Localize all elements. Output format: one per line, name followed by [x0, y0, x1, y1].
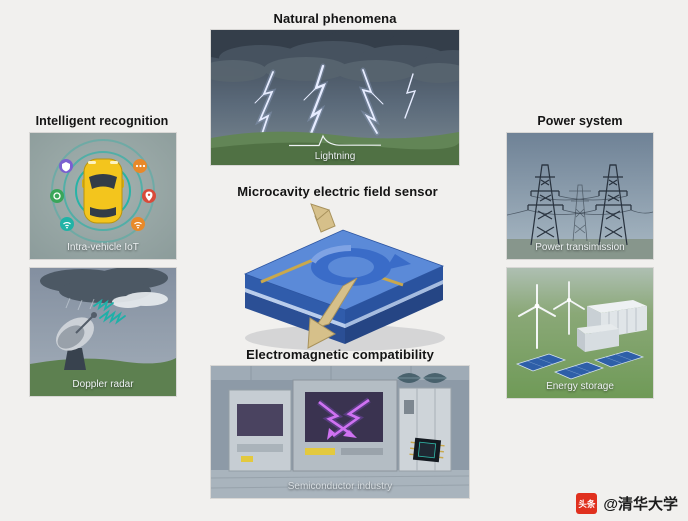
solar-panel-icon: [516, 350, 645, 380]
storm-cloud-icon: [40, 268, 168, 303]
field-arrow-tail: [310, 203, 336, 233]
pulse-waveform-icon: [289, 134, 381, 147]
semiconductor-scene: [211, 366, 469, 498]
storage-caption: Energy storage: [546, 381, 614, 392]
cleanroom-floor: [211, 470, 469, 498]
lightning-caption: Lightning: [211, 134, 459, 162]
em-window: [305, 392, 383, 442]
energy-storage-scene: [507, 268, 653, 398]
microcavity-sensor-illustration: [243, 203, 445, 351]
semiconductor-caption: Semiconductor industry: [287, 481, 393, 492]
emc-panel: Semiconductor industry: [211, 366, 469, 498]
lightning-storm-scene: [211, 30, 459, 165]
em-wave-icon: [397, 373, 447, 383]
iot-caption: Intra-vehicle IoT: [67, 242, 139, 253]
battery-container-icon: [577, 300, 647, 352]
power-transmission-panel: Power transimission: [507, 133, 653, 259]
transmission-caption: Power transimission: [535, 242, 625, 253]
watermark: 头条 @清华大学: [576, 493, 678, 514]
transmission-tower-right: [595, 164, 632, 246]
lightning-label: Lightning: [314, 151, 356, 162]
intra-vehicle-iot-panel: Intra-vehicle IoT: [30, 133, 176, 259]
chip-icon: [409, 437, 445, 463]
fab-machine-center: [292, 379, 398, 472]
chat-icon: [133, 159, 147, 173]
natural-phenomena-title: Natural phenomena: [273, 11, 397, 26]
circular-arrow-icon: [310, 245, 411, 286]
intra-vehicle-iot-scene: [30, 133, 176, 259]
watermark-text: @清华大学: [603, 496, 678, 513]
emc-title: Electromagnetic compatibility: [246, 347, 434, 362]
wind-turbine-icon-2: [553, 281, 585, 335]
intelligent-recognition-title: Intelligent recognition: [35, 114, 169, 128]
power-transmission-scene: [507, 133, 653, 259]
power-system-title: Power system: [537, 114, 623, 128]
shield-icon: [59, 159, 73, 173]
radar-dish-icon: [56, 312, 97, 370]
doppler-radar-scene: [30, 268, 176, 396]
sensor-title: Microcavity electric field sensor: [237, 184, 438, 199]
wifi-icon: [60, 217, 74, 231]
power-lines: [507, 195, 653, 216]
natural-phenomena-panel: Lightning: [211, 30, 459, 165]
toutiao-badge: 头条: [576, 493, 598, 514]
location-pin-icon: [142, 189, 156, 203]
field-arrow-icon: [307, 277, 358, 349]
fab-machine-left: [228, 389, 292, 472]
radar-caption: Doppler radar: [72, 379, 134, 390]
doppler-signal-icon: [93, 298, 126, 325]
doppler-radar-panel: Doppler radar: [30, 268, 176, 396]
em-interference-arrows: [317, 397, 371, 440]
grass-ground: [30, 358, 176, 396]
wind-turbine-icon: [518, 284, 556, 349]
transmission-tower-left: [527, 164, 564, 246]
energy-storage-panel: Energy storage: [507, 268, 653, 398]
car-top-view-icon: [82, 158, 124, 224]
wifi-orange-icon: [131, 217, 145, 231]
lightning-bolt-icon: [254, 64, 417, 138]
sensor-device: [225, 202, 460, 357]
sensor-dot-icon: [50, 189, 64, 203]
